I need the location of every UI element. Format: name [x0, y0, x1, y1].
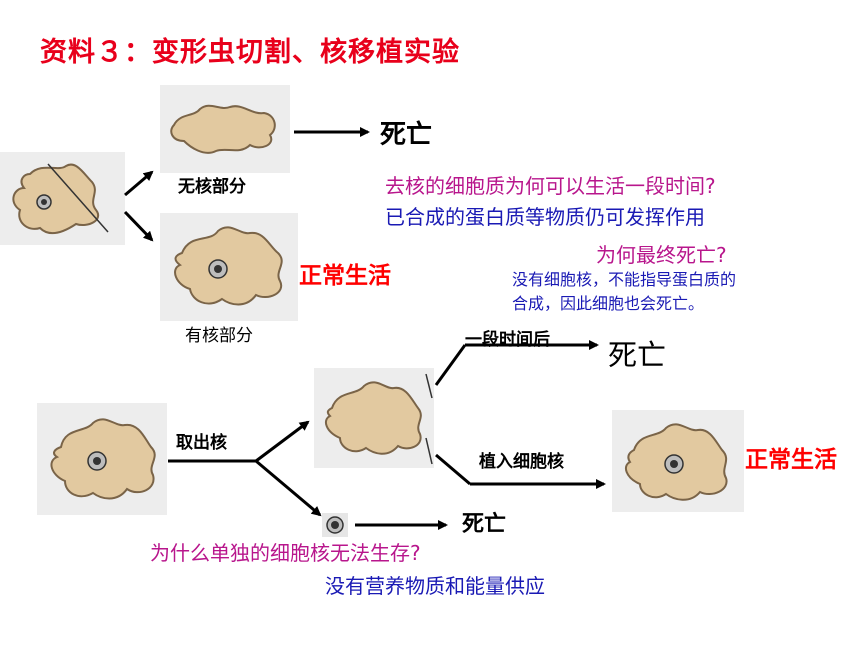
arrow-to-nucleated-half [123, 210, 154, 242]
answer-final-death-line1: 没有细胞核，不能指导蛋白质的 [512, 270, 737, 289]
isolated-nucleus-icon [322, 513, 348, 537]
answer-isolated-nucleus: 没有营养物质和能量供应 [325, 574, 545, 598]
page-title: 资料３：变形虫切割、核移植实验 [40, 37, 460, 68]
amoeba-being-cut-image [0, 152, 125, 245]
arrow-to-enucleated-amoeba [255, 420, 310, 463]
question-isolated-nucleus: 为什么单独的细胞核无法生存? [150, 541, 421, 565]
line-up-from-enucleated [434, 344, 467, 386]
line-down-from-enucleated [435, 453, 471, 486]
death-label-after-time: 死亡 [608, 338, 667, 372]
implant-nucleus-label: 植入细胞核 [479, 452, 564, 472]
nucleated-half-image [160, 213, 298, 321]
normal-life-label-reconstituted: 正常生活 [745, 447, 837, 473]
normal-life-label-nucleated: 正常生活 [299, 263, 391, 289]
no-nucleus-label: 无核部分 [178, 177, 246, 197]
answer-final-death-line2: 合成，因此细胞也会死亡。 [512, 294, 705, 313]
answer-final-death: 没有细胞核，不能指导蛋白质的 合成，因此细胞也会死亡。 [512, 268, 736, 316]
enucleated-half-image [160, 85, 290, 173]
question-enucleated-survival: 去核的细胞质为何可以生活一段时间? [385, 174, 716, 198]
answer-enucleated-survival: 已合成的蛋白质等物质仍可发挥作用 [385, 205, 705, 229]
enucleated-amoeba-image [314, 368, 434, 468]
death-label-isolated-nucleus: 死亡 [462, 512, 507, 537]
reconstituted-amoeba-image [612, 410, 744, 512]
remove-nucleus-label: 取出核 [176, 433, 227, 453]
intact-amoeba-image [37, 403, 167, 515]
question-final-death: 为何最终死亡? [596, 243, 727, 267]
arrow-to-isolated-nucleus [255, 459, 322, 517]
with-nucleus-label: 有核部分 [185, 326, 253, 346]
death-label-enucleated: 死亡 [380, 120, 433, 150]
arrow-to-enucleated-half [124, 170, 154, 197]
